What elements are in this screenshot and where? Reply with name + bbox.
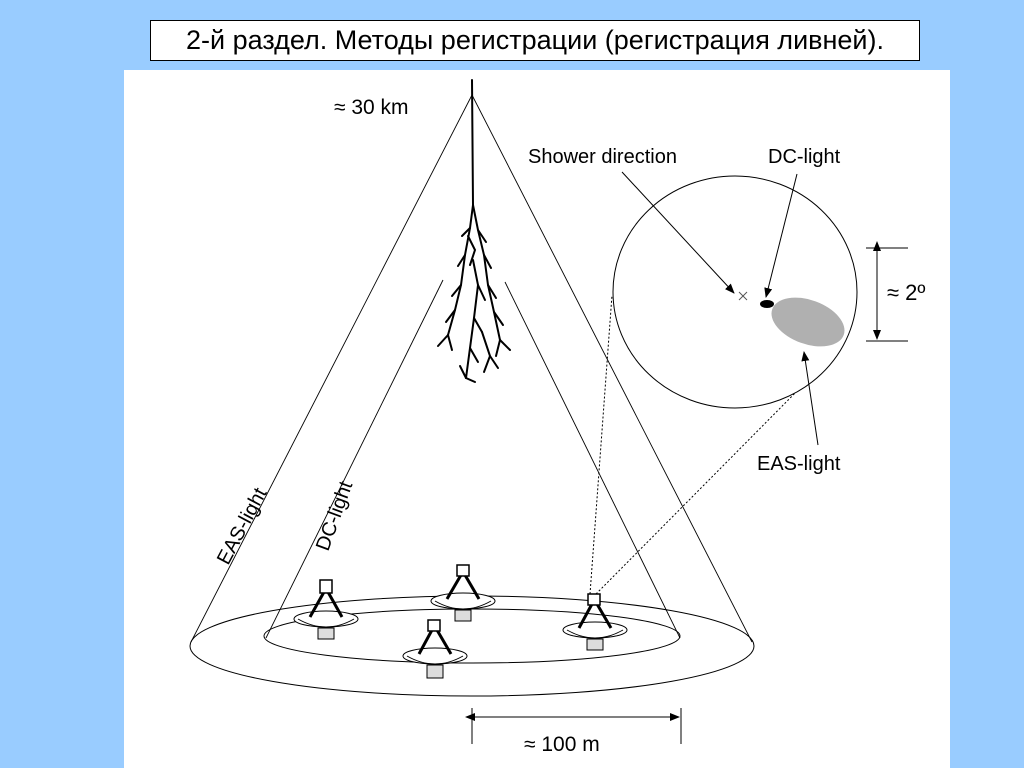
- angle-label: ≈ 2º: [887, 280, 925, 305]
- eas-light-spot: [771, 297, 845, 347]
- eas-light-arrow: [801, 351, 819, 446]
- diagram-panel: ≈ 30 km Shower direction DC-light ≈ 2º E…: [124, 70, 950, 768]
- telescope-2: [430, 564, 496, 622]
- telescope-4: [562, 593, 628, 651]
- shower-direction-label: Shower direction: [528, 146, 677, 168]
- distance-label: ≈ 100 m: [524, 733, 600, 756]
- distance-dimension: [465, 708, 682, 744]
- camera-view-circle: [612, 175, 858, 409]
- dc-light-arrow: [764, 173, 798, 298]
- height-label: ≈ 30 km: [334, 96, 409, 119]
- dc-light-label-top: DC-light: [768, 146, 841, 168]
- shower-direction-arrow: [621, 171, 735, 294]
- eas-cone-left: [190, 94, 473, 643]
- dc-cone-right: [504, 281, 681, 639]
- eas-ground-ellipse: [189, 595, 755, 697]
- eas-light-label-right: EAS-light: [757, 453, 841, 475]
- telescope-1: [293, 579, 359, 640]
- telescope-3: [402, 619, 468, 679]
- shower-diagram: ≈ 30 km Shower direction DC-light ≈ 2º E…: [189, 79, 925, 756]
- eas-cone-right: [471, 94, 753, 643]
- projection-line-left: [589, 294, 613, 595]
- particle-shower: [437, 79, 511, 383]
- dc-cone-left: [265, 279, 444, 639]
- angle-dimension: [866, 241, 908, 342]
- eas-light-label-cone: EAS-light: [213, 484, 272, 568]
- dc-light-label-cone: DC-light: [312, 478, 358, 554]
- projection-line-right: [595, 379, 809, 595]
- shower-direction-marker: [738, 291, 748, 301]
- dc-light-spot: [760, 300, 774, 308]
- slide-title: 2-й раздел. Методы регистрации (регистра…: [150, 20, 920, 61]
